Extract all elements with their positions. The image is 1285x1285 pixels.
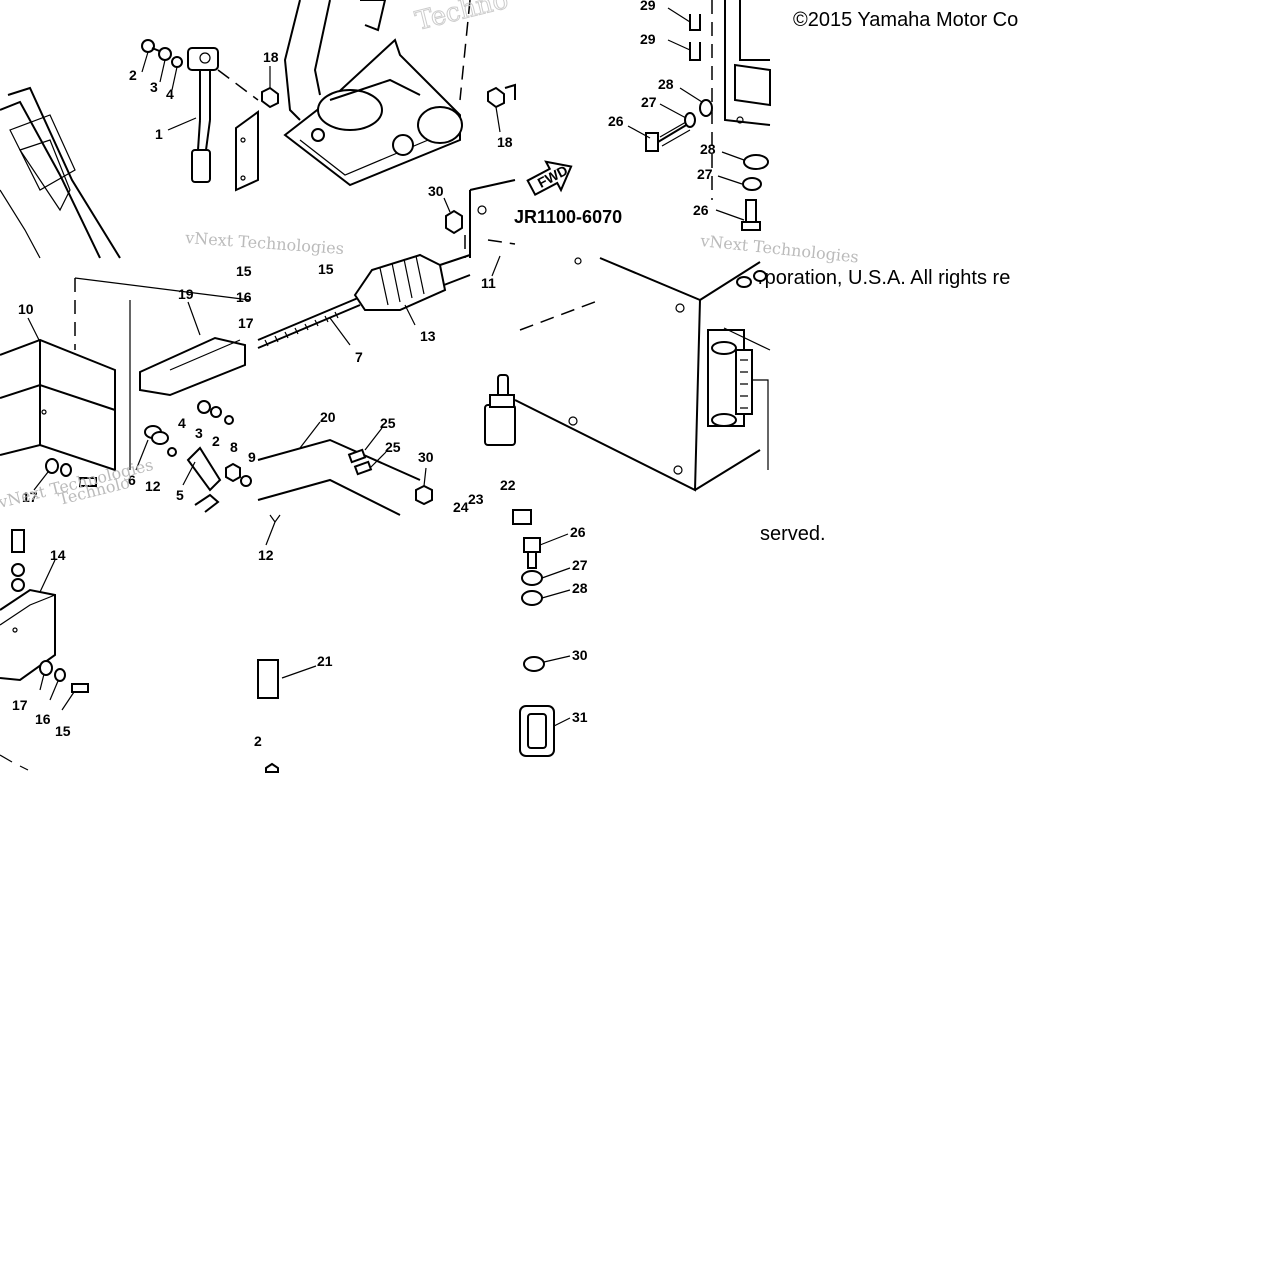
callout-16: 16 [236, 289, 252, 305]
tile-pedal-switch: 2 3 4 1 18 vNext Technologies [0, 39, 345, 259]
callout-18b: 18 [497, 134, 513, 150]
watermark: Techno [412, 0, 511, 37]
callout-21: 21 [317, 653, 333, 669]
callout-15: 15 [236, 263, 252, 279]
callout-13: 13 [420, 328, 436, 344]
callout-27c: 27 [572, 557, 588, 573]
callout-30: 30 [428, 183, 444, 199]
copyright-line-2: rporation, U.S.A. All rights re [758, 267, 1010, 289]
callout-28: 28 [658, 76, 674, 92]
callout-29: 29 [640, 0, 656, 13]
tile-controller-box [514, 257, 771, 492]
callout-30b: 30 [418, 449, 434, 465]
callout-11: 11 [481, 275, 496, 291]
callout-19: 19 [178, 286, 194, 302]
tile-covers: 10 19 15 16 17 4 3 2 6 12 5 8 9 [0, 263, 256, 513]
callout-12: 12 [145, 478, 161, 494]
callout-28c: 28 [572, 580, 588, 596]
callout-6: 6 [128, 472, 136, 488]
callout-26: 26 [608, 113, 624, 129]
tile-hardware: 26 27 28 30 31 [512, 509, 588, 757]
callout-23: 23 [468, 491, 484, 507]
callout-9: 9 [248, 449, 256, 465]
callout-2b: 2 [212, 433, 220, 449]
callout-2: 2 [129, 67, 137, 83]
callout-26b: 26 [693, 202, 709, 218]
tile-lower-middle: 12 21 2 [254, 514, 333, 773]
callout-29b: 29 [640, 31, 656, 47]
callout-3b: 3 [195, 425, 203, 441]
callout-27: 27 [641, 94, 657, 110]
watermark: vNext Technologies [184, 228, 345, 258]
callout-8: 8 [230, 439, 238, 455]
callout-4: 4 [166, 86, 174, 102]
diagram-code: JR1100-6070 [514, 207, 622, 227]
callout-28b: 28 [700, 141, 716, 157]
tile-controller-mount: FWD JR1100-6070 29 29 26 27 28 2 [514, 0, 860, 267]
callout-27b: 27 [697, 166, 713, 182]
callout-18: 18 [263, 49, 279, 65]
callout-2c: 2 [254, 733, 262, 749]
tile-cable-assembly: 15 13 7 11 20 25 25 30 23 24 2 [257, 239, 516, 516]
callout-5: 5 [176, 487, 184, 503]
callout-1: 1 [155, 126, 163, 142]
callout-24: 24 [453, 499, 469, 515]
tile-pedal-mechanism: Techno 18 30 [283, 0, 516, 258]
callout-14: 14 [50, 547, 66, 563]
watermark: vNext Technologies [699, 231, 860, 267]
callout-17b: 17 [22, 489, 38, 505]
callout-12b: 12 [258, 547, 274, 563]
callout-17c: 17 [12, 697, 28, 713]
callout-31: 31 [572, 709, 588, 725]
tile-lower-cover: 14 17 16 15 [0, 529, 89, 771]
callout-17: 17 [238, 315, 254, 331]
copyright-line-3: served. [760, 523, 826, 545]
callout-3: 3 [150, 79, 158, 95]
callout-4b: 4 [178, 415, 186, 431]
callout-10: 10 [18, 301, 34, 317]
fwd-arrow-icon: FWD [526, 160, 573, 197]
callout-20: 20 [320, 409, 336, 425]
callout-25b: 25 [385, 439, 401, 455]
callout-30c: 30 [572, 647, 588, 663]
callout-7: 7 [355, 349, 363, 365]
callout-16b: 16 [35, 711, 51, 727]
callout-22: 22 [500, 477, 516, 493]
copyright-line-1: ©2015 Yamaha Motor Co [793, 9, 1018, 31]
callout-26c: 26 [570, 524, 586, 540]
callout-15c: 15 [55, 723, 71, 739]
callout-15b: 15 [318, 261, 334, 277]
callout-25: 25 [380, 415, 396, 431]
